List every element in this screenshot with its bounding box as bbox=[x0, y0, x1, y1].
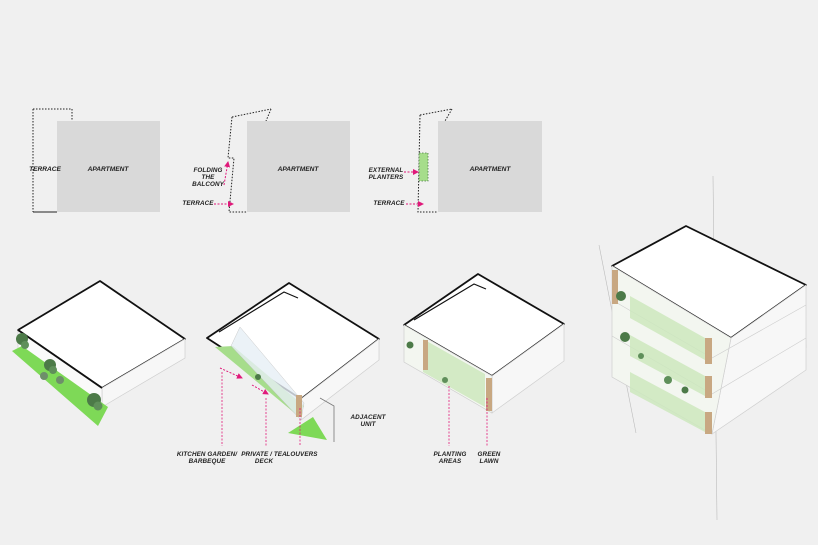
tree-icon bbox=[442, 377, 448, 383]
green-strip bbox=[12, 346, 108, 426]
feature-label-line-1: FOLDING bbox=[193, 167, 222, 174]
roof-edge-front bbox=[17, 329, 103, 389]
callout-adjacent-line-1: ADJACENT bbox=[349, 414, 386, 421]
roof-face bbox=[206, 282, 380, 400]
wood-louver bbox=[423, 340, 428, 370]
callout-deck-line-1: PRIVATE / TEA bbox=[241, 451, 287, 458]
arrow-icon bbox=[223, 161, 231, 186]
wood-louver bbox=[296, 395, 302, 417]
tree-icon bbox=[44, 359, 57, 374]
wood-louver bbox=[612, 270, 618, 304]
plan-2-folding-balcony: APARTMENT FOLDING THE BALCONY TERRACE bbox=[182, 108, 350, 213]
axonometric-4-stacked-tower bbox=[598, 175, 807, 521]
tree-icon bbox=[620, 332, 630, 342]
apartment-label: APARTMENT bbox=[469, 166, 512, 173]
callout-deck-line-2: DECK bbox=[255, 458, 274, 465]
planter-recess bbox=[423, 339, 485, 407]
apartment-block bbox=[57, 121, 160, 212]
callout-lawn-line-2: LAWN bbox=[480, 458, 499, 465]
axonometric-3-planting: PLANTING AREAS GREEN LAWN bbox=[403, 273, 565, 465]
terrace-label: TERRACE bbox=[373, 200, 405, 207]
tree-icon bbox=[638, 353, 644, 359]
callout-planting-line-1: PLANTING bbox=[434, 451, 467, 458]
external-planter bbox=[418, 152, 429, 182]
callout-kitchen-line-1: KITCHEN GARDEN/ bbox=[177, 451, 238, 458]
tree-icon bbox=[56, 376, 64, 384]
apartment-label: APARTMENT bbox=[87, 166, 130, 173]
planter-recess bbox=[630, 335, 705, 396]
tree-icon bbox=[40, 372, 48, 380]
callout-lawn-line-1: GREEN bbox=[478, 451, 501, 458]
tree-icon bbox=[87, 393, 103, 411]
callout-planting-line-2: AREAS bbox=[438, 458, 462, 465]
wood-louver bbox=[705, 376, 712, 398]
planter-recess bbox=[630, 372, 705, 432]
feature-label-line-2: THE bbox=[202, 174, 216, 181]
feature-label-line-2: PLANTERS bbox=[369, 174, 404, 181]
tree-icon bbox=[406, 341, 414, 349]
apartment-label: APARTMENT bbox=[277, 166, 320, 173]
tree-icon bbox=[16, 333, 29, 349]
callout-kitchen-line-2: BARBEQUE bbox=[189, 458, 227, 465]
adjacent-unit-outline bbox=[319, 397, 335, 442]
floor-line bbox=[711, 304, 807, 359]
wood-louver bbox=[705, 412, 712, 434]
feature-label-line-1: EXTERNAL bbox=[369, 167, 404, 174]
roof-back-edge bbox=[218, 291, 299, 333]
plan-1-terrace-apartment: APARTMENT TERRACE bbox=[29, 108, 160, 213]
tree-icon bbox=[664, 376, 672, 384]
axonometric-2-balcony: KITCHEN GARDEN/ BARBEQUE PRIVATE / TEA D… bbox=[177, 282, 386, 465]
arrow-icon bbox=[219, 367, 243, 379]
tree-icon bbox=[255, 374, 261, 380]
balcony-glass bbox=[230, 326, 305, 421]
apartment-block bbox=[247, 121, 350, 212]
apartment-block bbox=[438, 121, 542, 212]
balcony-outline bbox=[227, 108, 272, 213]
callout-adjacent-line-2: UNIT bbox=[360, 421, 376, 428]
wood-louver bbox=[705, 338, 712, 364]
feature-label-line-3: BALCONY bbox=[192, 181, 225, 188]
wood-louver bbox=[486, 378, 492, 411]
terrace-label: TERRACE bbox=[29, 166, 61, 173]
adjacent-unit-lawn bbox=[288, 417, 327, 440]
planter-recess bbox=[630, 296, 705, 360]
tree-icon bbox=[681, 386, 689, 394]
callout-louvers: LOUVERS bbox=[286, 451, 318, 458]
roof-back-edge bbox=[413, 283, 487, 321]
plan-3-external-planters: APARTMENT EXTERNAL PLANTERS TERRACE bbox=[369, 108, 542, 213]
tree-icon bbox=[616, 291, 626, 301]
planter-outline bbox=[417, 108, 453, 213]
axonometric-1-base-block bbox=[12, 280, 186, 426]
terrace-outline bbox=[33, 108, 73, 213]
floor-line bbox=[711, 337, 807, 395]
terrace-label: TERRACE bbox=[182, 200, 214, 207]
arrow-icon bbox=[251, 384, 269, 395]
